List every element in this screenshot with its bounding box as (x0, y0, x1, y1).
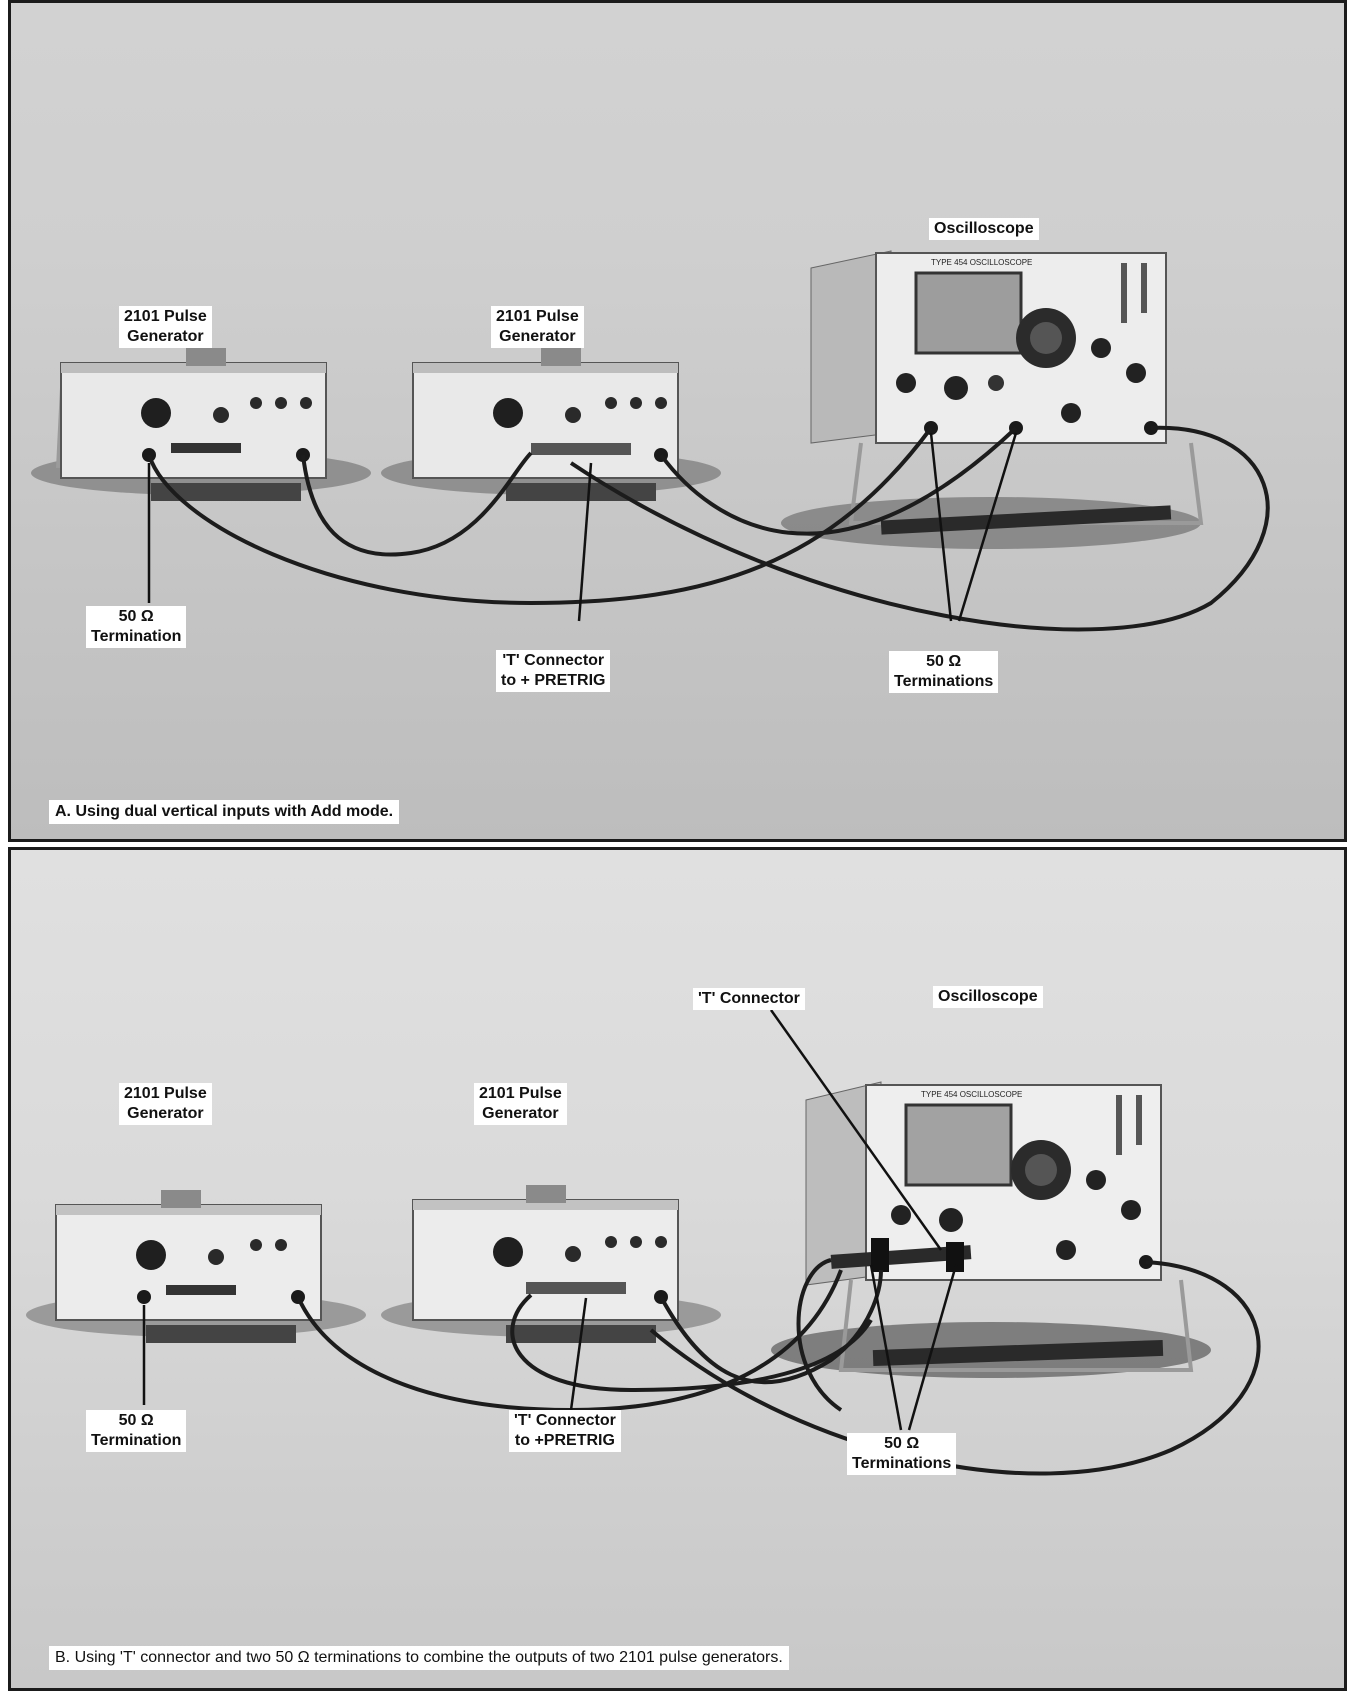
caption-b: B. Using 'T' connector and two 50 Ω term… (49, 1646, 789, 1670)
pointer-lines-a (147, 432, 1018, 622)
label-t-connector: 'T' Connector to +PRETRIG (509, 1410, 621, 1452)
label-terminations: 50 Ω Terminations (889, 651, 999, 693)
photo-setup-b: TYPE 454 OSCILLOSCOPE (26, 1009, 1261, 1476)
label-t-connector-top: 'T' Connector (693, 988, 805, 1010)
cables-a (147, 425, 1270, 632)
label-pulse-generator-2: 2101 Pulse Generator (474, 1083, 567, 1125)
scope-model-text-a: TYPE 454 OSCILLOSCOPE (931, 258, 1032, 267)
oscilloscope-a: TYPE 454 OSCILLOSCOPE (810, 250, 1204, 535)
label-oscilloscope: Oscilloscope (933, 986, 1043, 1008)
pulse-generator-2 (412, 1185, 679, 1343)
label-terminations: 50 Ω Terminations (847, 1433, 957, 1475)
label-termination: 50 Ω Termination (86, 606, 187, 648)
label-pulse-generator-1: 2101 Pulse Generator (119, 306, 212, 348)
pulse-generator-1 (55, 1190, 322, 1343)
photo-setup-a: TYPE 454 OSCILLOSCOPE (31, 250, 1270, 632)
scope-model-text-b: TYPE 454 OSCILLOSCOPE (921, 1090, 1022, 1099)
label-pulse-generator-2: 2101 Pulse Generator (491, 306, 584, 348)
pointer-lines-b (142, 1009, 958, 1431)
oscilloscope-b: TYPE 454 OSCILLOSCOPE (805, 1081, 1194, 1372)
pulse-generator-2 (412, 348, 679, 501)
label-termination: 50 Ω Termination (86, 1410, 187, 1452)
figure-panel-b: TYPE 454 OSCILLOSCOPE (8, 847, 1347, 1691)
label-t-connector: 'T' Connector to + PRETRIG (496, 650, 611, 692)
label-oscilloscope: Oscilloscope (929, 218, 1039, 240)
label-pulse-generator-1: 2101 Pulse Generator (119, 1083, 212, 1125)
caption-a: A. Using dual vertical inputs with Add m… (49, 800, 400, 824)
pulse-generator-1 (56, 348, 327, 501)
figure-panel-a: TYPE 454 OSCILLOSCOPE (8, 0, 1347, 842)
